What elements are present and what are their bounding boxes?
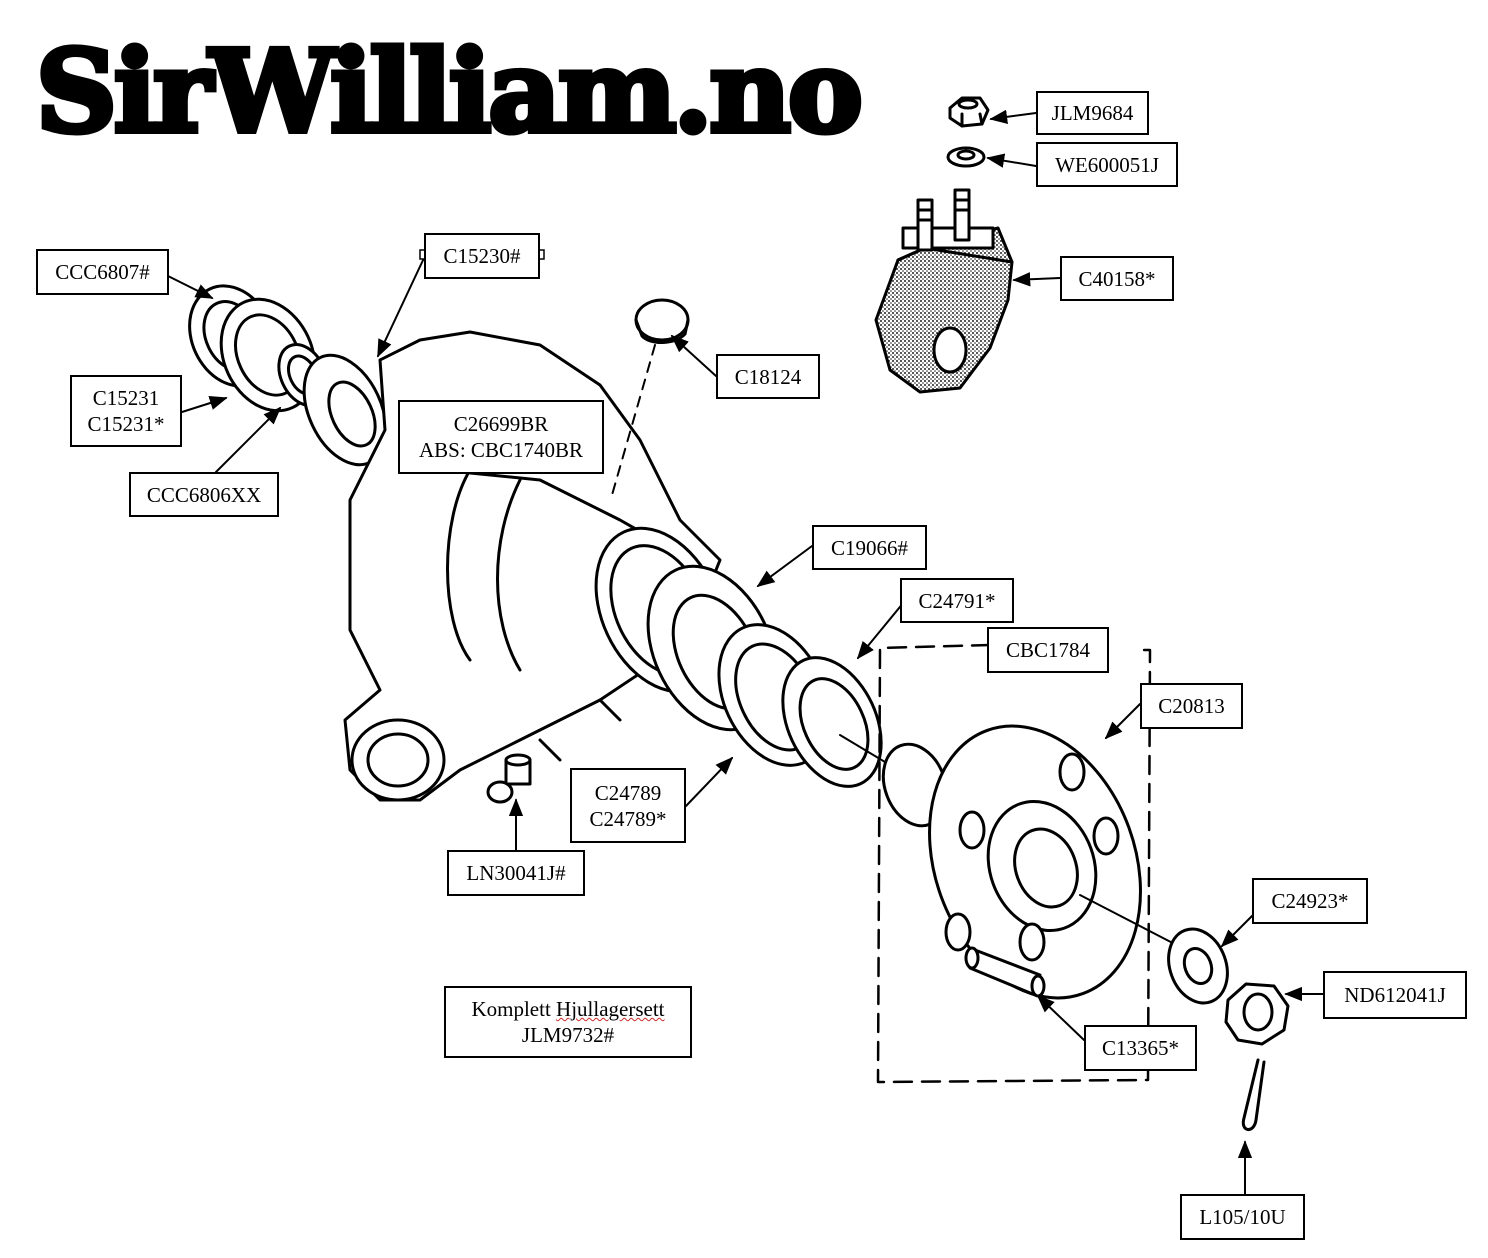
- right-bearing-group: [646, 564, 883, 788]
- kit-note-word: Hjullagersett: [556, 997, 665, 1021]
- leader-jlm9684: [989, 109, 1037, 124]
- label-we600051j: WE600051J: [1036, 142, 1178, 187]
- grease-cap-part: [634, 298, 690, 344]
- split-pin-part: [1241, 1058, 1266, 1131]
- label-nd612041j: ND612041J: [1323, 971, 1467, 1019]
- label-c26699br: C26699BR ABS: CBC1740BR: [398, 400, 604, 474]
- leader-we600051j: [986, 153, 1037, 168]
- label-c13365: C13365*: [1084, 1025, 1197, 1071]
- label-c19066: C19066#: [812, 525, 927, 570]
- label-c24791: C24791*: [900, 578, 1014, 623]
- label-ccc6806xx: CCC6806XX: [129, 472, 279, 517]
- label-c15230: C15230#: [424, 233, 540, 279]
- leader-ccc6807: [167, 275, 214, 299]
- leader-c15230: [377, 257, 425, 358]
- brand-logo: SirWilliam.no: [33, 25, 866, 161]
- label-c24789: C24789 C24789*: [570, 768, 686, 843]
- label-c40158: C40158*: [1060, 256, 1174, 301]
- nut-part: [948, 96, 990, 128]
- leader-c15231: [181, 396, 228, 413]
- stub-bracket-part: [874, 188, 1014, 394]
- label-cbc1784: CBC1784: [987, 627, 1109, 673]
- wheel-hub-part: [881, 724, 1142, 1000]
- label-c18124: C18124: [716, 354, 820, 399]
- label-c15231: C15231 C15231*: [70, 375, 182, 447]
- label-c20813: C20813: [1140, 683, 1243, 729]
- hub-assembly-boundary: [876, 643, 1152, 1084]
- castle-nut-part: [1224, 982, 1290, 1046]
- kit-note-prefix: Komplett: [471, 997, 557, 1021]
- washer-part: [946, 146, 986, 168]
- label-jlm9684: JLM9684: [1036, 91, 1149, 135]
- label-l105: L105/10U: [1180, 1194, 1305, 1240]
- label-c24923: C24923*: [1252, 878, 1368, 924]
- label-ln30041j: LN30041J#: [447, 850, 585, 896]
- leader-c40158: [1012, 272, 1061, 287]
- kit-note-line2: JLM9732#: [521, 1023, 615, 1047]
- leader-c18124: [670, 334, 717, 377]
- leader-c24789: [685, 756, 734, 807]
- leader-ccc6806xx: [215, 406, 282, 473]
- leader-c24791: [856, 601, 905, 660]
- leader-c13365: [1036, 994, 1085, 1041]
- label-ccc6807: CCC6807#: [36, 249, 169, 295]
- thrust-washer-part: [1167, 927, 1229, 1005]
- kit-note-line1: Komplett Hjullagersett: [471, 996, 664, 1022]
- left-seal-group: [188, 284, 388, 467]
- leader-c19066: [756, 545, 813, 588]
- leader-c20813: [1104, 703, 1141, 740]
- wheel-stud-part: [964, 946, 1046, 998]
- kit-note: Komplett Hjullagersett JLM9732#: [444, 986, 692, 1058]
- grease-nipple-part: [486, 753, 532, 804]
